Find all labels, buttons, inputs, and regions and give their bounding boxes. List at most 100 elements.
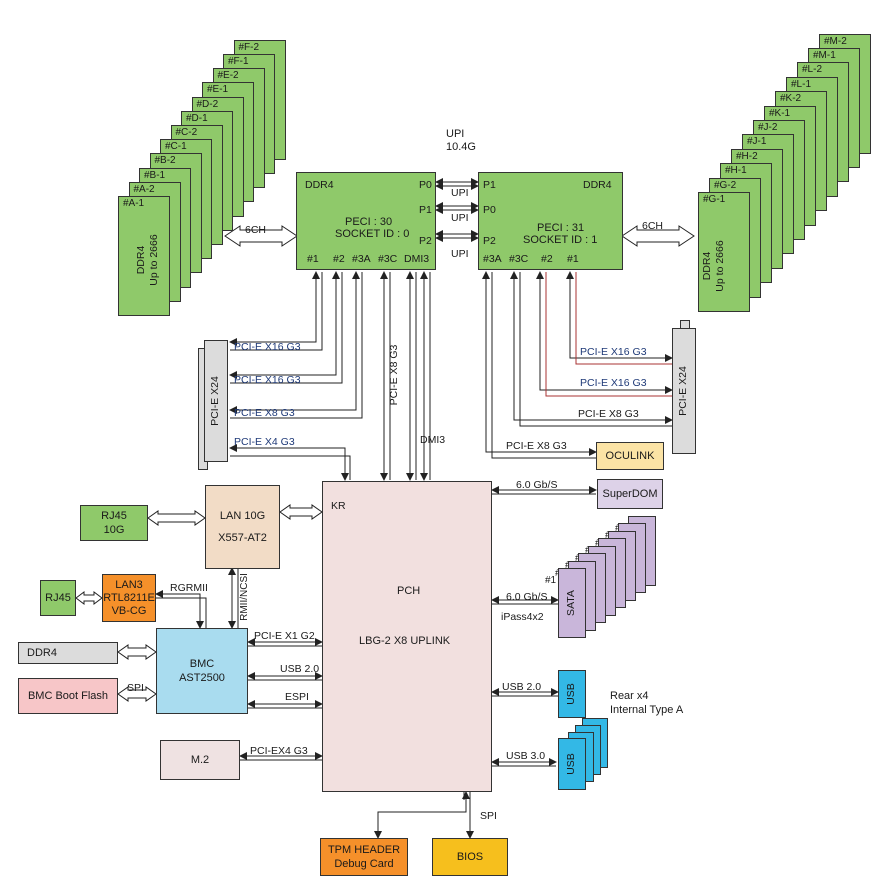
oculink-block: OCULINK	[596, 442, 664, 470]
cpu1-lane-2: #2	[541, 253, 553, 265]
pch-spi-label: SPI	[480, 810, 497, 822]
cpu1-lane-1: #1	[567, 253, 579, 265]
dimm-left-label-line2: Up to 2666	[148, 234, 160, 286]
cpu1-port-p2: P2	[483, 235, 496, 247]
pch-uplink-pcie-label: PCI-E X8 G3	[388, 344, 400, 406]
left-dimm-label: #B-1	[144, 169, 166, 181]
channel-label-left: 6CH	[245, 224, 267, 236]
dimm-right-label-line2: Up to 2666	[714, 240, 726, 292]
right-dimm-label: #L-1	[791, 78, 812, 90]
bmc-line2: AST2500	[179, 672, 225, 684]
right-dimm-label: #G-2	[714, 179, 737, 191]
left-dimm-label: #D-2	[196, 98, 219, 110]
bmc-link-espi: ESPI	[285, 691, 309, 703]
pcie-left-link-2: PCI-E X8 G3	[234, 407, 295, 419]
lan3-line2: RTL8211E	[103, 591, 155, 604]
left-dimm-label: #F-2	[238, 41, 260, 53]
oculink-link-label: PCI-E X8 G3	[506, 440, 567, 452]
usb-rear-note2: Internal Type A	[610, 704, 684, 716]
cpu0-lane-3c: #3C	[378, 253, 398, 265]
right-dimm-label: #H-1	[725, 165, 747, 177]
oculink-label: OCULINK	[605, 450, 655, 462]
upi-title: UPI	[446, 128, 465, 140]
pcie-right-link-0: PCI-E X16 G3	[580, 346, 647, 358]
rj45-block: RJ45	[40, 580, 76, 616]
left-dimm: #A-1	[118, 196, 170, 316]
lan3-line3: VB-CG	[111, 604, 147, 617]
superdom-block: SuperDOM	[597, 479, 663, 509]
cpu0-peci: PECI : 30	[345, 216, 393, 228]
sata-card	[558, 568, 586, 638]
right-dimm-label: #H-2	[736, 150, 758, 162]
right-dimm-label: #K-1	[769, 107, 791, 119]
tpm-line2: Debug Card	[334, 858, 394, 870]
upi-speed: 10.4G	[446, 141, 476, 153]
pcie-left-link-3: PCI-E X4 G3	[234, 436, 295, 448]
rmii-ncsi-label: RMII/NCSI	[239, 573, 250, 621]
rj45-label: RJ45	[45, 592, 71, 604]
cpu0-port-p2: P2	[419, 235, 432, 247]
bmc-line1: BMC	[189, 658, 215, 670]
m2-label: M.2	[190, 754, 210, 766]
bmc-flash-spi-label: SPI	[127, 682, 144, 694]
cpu1-lane-3c: #3C	[509, 253, 529, 265]
pcie-right-slot-label: PCI-E X24	[677, 366, 689, 416]
left-dimm-label: #A-2	[133, 183, 155, 195]
left-dimm-label: #C-1	[165, 141, 187, 153]
dimm-left-label-line1: DDR4	[135, 245, 147, 275]
right-dimm: #G-1	[698, 192, 750, 312]
right-dimm-label: #M-1	[813, 50, 836, 61]
sata-label: SATA	[565, 590, 577, 616]
bmc-ddr4-label: DDR4	[27, 647, 57, 659]
left-dimm-label: #B-2	[154, 155, 176, 167]
bmc-link-usb: USB 2.0	[280, 663, 320, 675]
pch-subtitle: LBG-2 X8 UPLINK	[359, 635, 451, 647]
left-dimm-label: #A-1	[123, 198, 145, 209]
cpu0-ddr-label: DDR4	[305, 179, 334, 191]
cpu0-lane-3a: #3A	[352, 253, 371, 265]
bios-label: BIOS	[456, 851, 484, 863]
rj45-10g-line2: 10G	[103, 524, 125, 536]
pcie-right-link-2: PCI-E X8 G3	[578, 408, 639, 420]
cpu0-port-p0: P0	[419, 179, 432, 191]
sata-port-label: #1	[545, 575, 557, 586]
left-dimm-label: #C-2	[175, 127, 198, 138]
dimm-left-label: DDR4 Up to 2666	[135, 200, 161, 320]
cpu1-peci: PECI : 31	[537, 222, 585, 234]
upi-link-label-1: UPI	[451, 212, 469, 224]
sata-ipass: iPass4x2	[501, 611, 544, 623]
cpu0-port-p1: P1	[419, 204, 432, 216]
left-dimm-label: #E-1	[207, 84, 229, 96]
usb-rear-block	[558, 670, 586, 718]
bmc-block: BMC AST2500	[156, 628, 248, 714]
usb-rear-note1: Rear x4	[610, 690, 649, 702]
right-dimm-label: #J-1	[747, 136, 767, 148]
left-dimm-label: #F-1	[228, 56, 249, 67]
m2-link-label: PCI-EX4 G3	[250, 745, 308, 757]
rgrmii-label: RGRMII	[170, 582, 208, 594]
right-dimm-label: #L-2	[802, 64, 823, 76]
bmc-boot-flash-label: BMC Boot Flash	[27, 690, 109, 702]
usb-rear-label: USB	[565, 683, 577, 705]
lan10g-block: LAN 10G X557-AT2	[205, 485, 280, 569]
pch-kr-label: KR	[331, 500, 346, 512]
rj45-10g-block: RJ45 10G	[80, 505, 148, 541]
pch-uplink-dmi-label: DMI3	[420, 434, 446, 446]
cpu1-port-p1: P1	[483, 179, 496, 191]
pcie-left-slot-label: PCI-E X24	[209, 376, 221, 426]
lan3-block: LAN3 RTL8211E VB-CG	[102, 574, 156, 622]
pch-title: PCH	[397, 585, 421, 597]
cpu0-block: DDR4 P0 P1 P2 PECI : 30 SOCKET ID : 0 #1…	[296, 172, 436, 270]
cpu0-lane-1: #1	[307, 253, 319, 265]
m2-block: M.2	[160, 740, 240, 780]
left-dimm-label: #E-2	[217, 70, 239, 82]
usb3-speed: USB 3.0	[506, 750, 546, 762]
lan10g-line2: X557-AT2	[218, 532, 267, 544]
cpu0-socket: SOCKET ID : 0	[335, 228, 410, 240]
superdom-label: SuperDOM	[602, 488, 658, 500]
dimm-right-label-line1: DDR4	[701, 251, 713, 281]
right-dimm-label: #M-2	[824, 35, 847, 47]
bmc-ddr4-block: DDR4	[18, 642, 118, 664]
